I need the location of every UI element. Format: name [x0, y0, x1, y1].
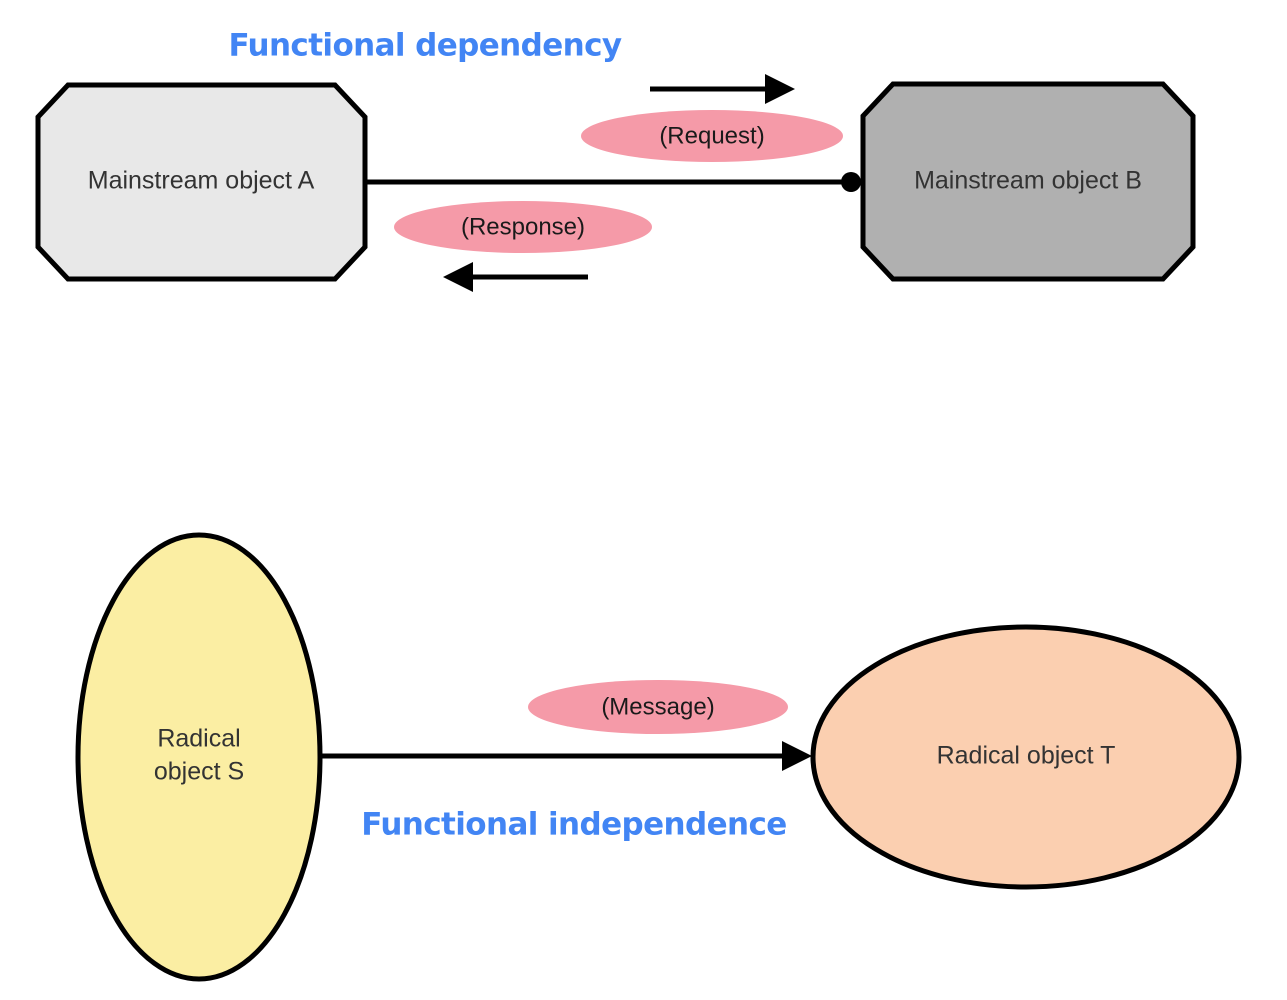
node-a-label: Mainstream object A [88, 167, 315, 195]
response-arrow-head-icon [443, 262, 473, 292]
connector-ball-endpoint [841, 172, 861, 192]
connector-a-to-b[interactable] [365, 172, 861, 192]
node-t-ellipse-shape[interactable] [810, 624, 1242, 890]
section-title-functional-independence: Functional independence [361, 807, 786, 843]
node-t-label: Radical object T [937, 742, 1116, 770]
node-radical-object-s[interactable]: Radical object S [75, 532, 323, 982]
arrow-request-right [650, 74, 795, 104]
badge-response-label: (Response) [461, 213, 585, 240]
badge-message: (Message) [528, 680, 788, 734]
node-b-label: Mainstream object B [914, 167, 1142, 195]
arrow-response-left [443, 262, 588, 292]
badge-request-label: (Request) [659, 122, 764, 149]
section-functional-independence: Radical object S Radical object T (Messa… [75, 532, 1242, 982]
badge-response-shape [394, 201, 652, 253]
section-title-functional-dependency: Functional dependency [228, 28, 621, 64]
badge-request-shape [581, 110, 843, 162]
node-radical-object-t[interactable]: Radical object T [810, 624, 1242, 890]
message-arrow-head-icon [782, 741, 812, 771]
node-mainstream-object-b[interactable]: Mainstream object B [860, 81, 1196, 282]
node-s-ellipse-shape[interactable] [75, 532, 323, 982]
arrow-message-right[interactable] [321, 741, 812, 771]
node-b-octagon-shape[interactable] [860, 81, 1196, 282]
section-functional-dependency: Functional dependency Mainstream object … [35, 28, 1196, 292]
request-arrow-head-icon [765, 74, 795, 104]
badge-message-label: (Message) [601, 693, 714, 720]
node-s-label-line-1: Radical [157, 725, 240, 753]
badge-request: (Request) [581, 110, 843, 162]
node-s-label-line-2: object S [154, 758, 244, 786]
badge-message-shape [528, 680, 788, 734]
node-a-octagon-shape[interactable] [35, 82, 368, 282]
node-mainstream-object-a[interactable]: Mainstream object A [35, 82, 368, 282]
badge-response: (Response) [394, 201, 652, 253]
